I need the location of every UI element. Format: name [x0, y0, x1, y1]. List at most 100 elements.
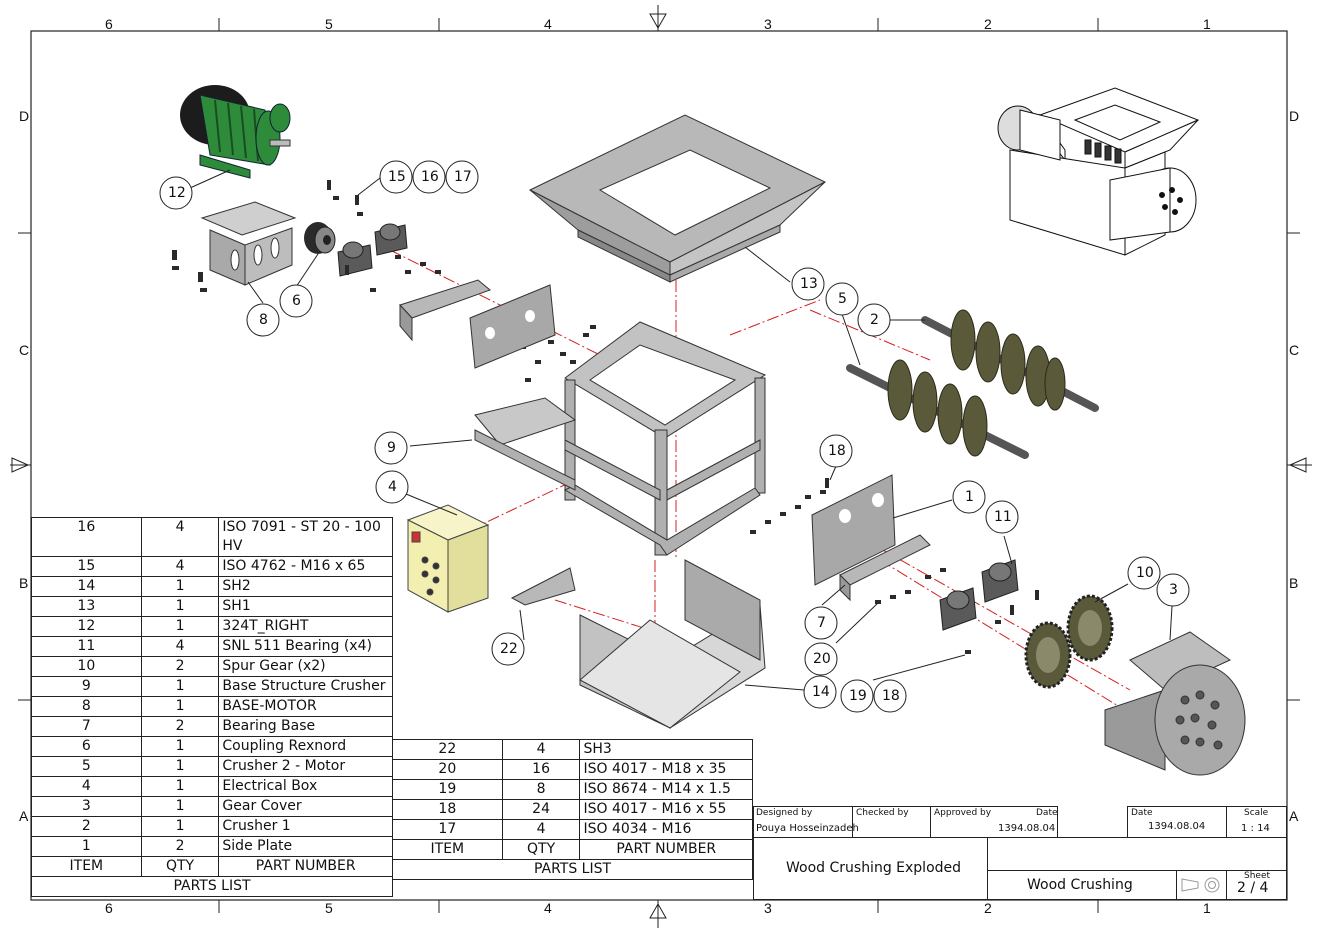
- parts-left-item-cell: 14: [31, 576, 142, 597]
- parts-right-qty-cell: 8: [501, 779, 581, 800]
- parts-right-item: 19: [438, 781, 457, 797]
- parts-left-item: 6: [81, 738, 91, 754]
- parts-left-qty: 1: [175, 598, 185, 614]
- parts-left-part: ISO 7091 - ST 20 - 100: [222, 519, 381, 535]
- parts-list-footer: PARTS LIST: [31, 876, 393, 897]
- parts-right-item: 17: [438, 821, 457, 837]
- parts-left-qty: 1: [175, 698, 185, 714]
- parts-left-part-cell: SNL 511 Bearing (x4): [218, 636, 393, 657]
- parts-left-qty-cell: 2: [140, 656, 220, 677]
- balloon-2: 2: [870, 312, 879, 328]
- parts-left-item-cell: 2: [31, 816, 142, 837]
- parts-left-part: Side Plate: [222, 838, 293, 854]
- balloon-20: 20: [813, 651, 831, 667]
- parts-right-part: ISO 4017 - M18 x 35: [583, 761, 727, 777]
- parts-left-item-cell: 10: [31, 656, 142, 677]
- drawing-title: Wood Crushing Exploded: [786, 860, 962, 876]
- parts-left-part-cell: Crusher 2 - Motor: [218, 756, 393, 777]
- parts-left-part-cell: SH2: [218, 576, 393, 597]
- parts-right-qty-cell: 4: [501, 739, 581, 760]
- parts-right-part: ISO 4017 - M16 x 55: [583, 801, 727, 817]
- drawing-subtitle: Wood Crushing: [1027, 877, 1133, 893]
- balloon-15: 15: [388, 169, 406, 185]
- parts-left-part: SH2: [222, 578, 251, 594]
- balloon-5: 5: [838, 291, 847, 307]
- parts-left-item-cell: 13: [31, 596, 142, 617]
- parts-left-qty-cell: 2: [140, 716, 220, 737]
- balloon-13: 13: [800, 276, 818, 292]
- bearing-base-lower: [839, 534, 931, 602]
- parts-left-item-cell: 12: [31, 616, 142, 637]
- header-qty-right: QTY: [501, 839, 581, 860]
- zone-col-2-top: 2: [984, 16, 992, 32]
- parts-left-qty: 1: [175, 738, 185, 754]
- parts-right-part: SH3: [583, 741, 612, 757]
- parts-left-item: 15: [77, 558, 96, 574]
- spur-gears: [1024, 594, 1114, 689]
- parts-right-item: 18: [438, 801, 457, 817]
- zone-col-1-bottom: 1: [1203, 900, 1211, 916]
- zone-row-a-left: A: [19, 808, 29, 824]
- date-label-2: Date: [1131, 808, 1153, 818]
- parts-right-qty: 4: [536, 741, 546, 757]
- balloon-1: 1: [965, 489, 974, 505]
- chute-part: [579, 559, 766, 729]
- zone-col-5-bottom: 5: [325, 900, 333, 916]
- parts-right-item: 20: [438, 761, 457, 777]
- zone-col-6-top: 6: [105, 16, 113, 32]
- date-label: Date: [1036, 808, 1058, 818]
- parts-left-qty: 2: [175, 718, 185, 734]
- parts-right-qty-cell: 24: [501, 799, 581, 820]
- approved-by-cell: [930, 806, 1058, 838]
- parts-left-item-cell: 16: [31, 517, 142, 557]
- parts-right-part-cell: ISO 8674 - M14 x 1.5: [579, 779, 753, 800]
- parts-left-part-cell: Coupling Rexnord: [218, 736, 393, 757]
- parts-right-qty: 24: [532, 801, 550, 817]
- checked-by-cell: [852, 806, 931, 838]
- parts-left-part: Crusher 1: [222, 818, 291, 834]
- zone-col-1-top: 1: [1203, 16, 1211, 32]
- parts-left-qty-cell: 1: [140, 816, 220, 837]
- parts-right-item-cell: 17: [392, 819, 503, 840]
- parts-right-qty: 8: [536, 781, 546, 797]
- bearing-base-top: [399, 279, 491, 342]
- scale-label: Scale: [1244, 808, 1269, 818]
- coupling-part: [304, 222, 336, 254]
- zone-col-5-top: 5: [325, 16, 333, 32]
- title-cell: [753, 837, 988, 900]
- parts-right-item: 22: [438, 741, 457, 757]
- parts-left-qty: 1: [175, 778, 185, 794]
- parts-left-item: 11: [77, 638, 96, 654]
- zone-col-3-bottom: 3: [764, 900, 772, 916]
- balloon-19: 19: [849, 688, 867, 704]
- parts-left-qty: 1: [175, 578, 185, 594]
- parts-left-item: 13: [77, 598, 96, 614]
- parts-left-item-cell: 5: [31, 756, 142, 777]
- parts-list-footer-row: PARTS LIST: [31, 876, 393, 897]
- parts-left-part: Gear Cover: [222, 798, 302, 814]
- balloon-8: 8: [259, 312, 268, 328]
- parts-left-item: 7: [81, 718, 91, 734]
- side-plate-lower: [811, 474, 896, 586]
- parts-list-header-row: ITEM QTY PART NUMBER: [31, 856, 393, 877]
- base-structure-part: [474, 321, 767, 556]
- date-value: 1394.08.04: [998, 823, 1056, 834]
- parts-right-item-cell: 20: [392, 759, 503, 780]
- parts-right-part: ISO 4034 - M16: [583, 821, 692, 837]
- parts-left-part: Bearing Base: [222, 718, 316, 734]
- parts-left-item: 16: [77, 519, 96, 535]
- parts-right-part: ISO 8674 - M14 x 1.5: [583, 781, 731, 797]
- parts-left-qty-cell: 1: [140, 696, 220, 717]
- parts-left-qty-cell: 1: [140, 596, 220, 617]
- parts-right-qty-cell: 16: [501, 759, 581, 780]
